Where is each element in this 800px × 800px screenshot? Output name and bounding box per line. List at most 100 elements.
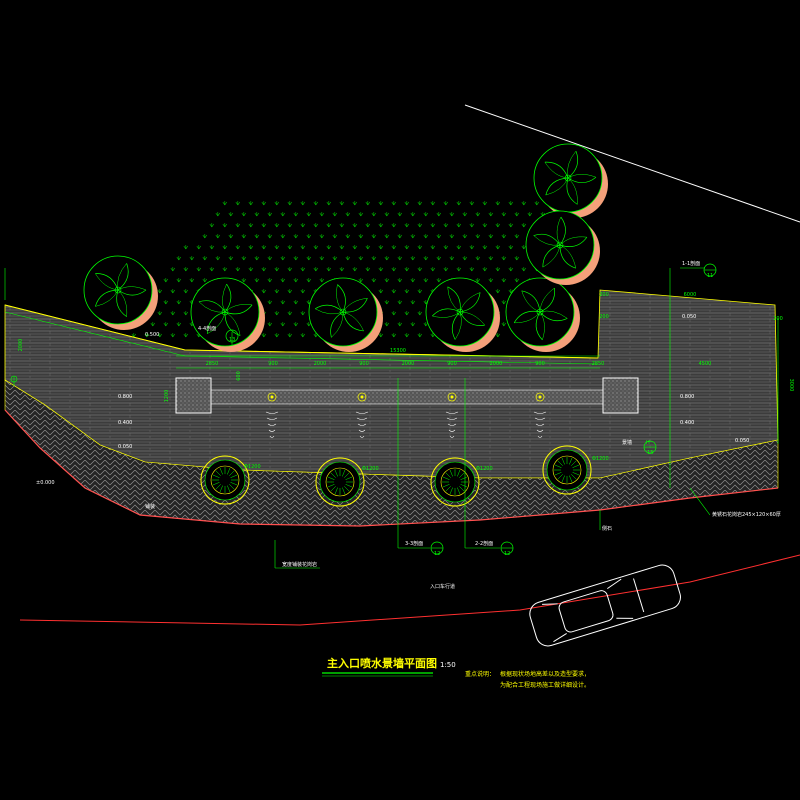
fountain-nozzle xyxy=(357,392,367,402)
shrub-tuft xyxy=(501,256,507,261)
shrub-tuft xyxy=(306,322,312,327)
shrub-tuft xyxy=(339,223,345,228)
shrub-tuft xyxy=(183,289,189,294)
site-boundary-line xyxy=(464,104,800,223)
paving-label-left: 铺装 xyxy=(145,503,155,510)
shrub-tuft xyxy=(274,289,280,294)
shrub-tuft xyxy=(170,289,176,294)
shrub-tuft xyxy=(157,289,163,294)
shrub-tuft xyxy=(495,267,501,272)
curb-label: 侧石 xyxy=(602,525,612,532)
tank-right xyxy=(602,377,639,414)
shrub-tuft xyxy=(293,300,299,305)
shrub-tuft xyxy=(391,333,397,338)
shrub-tuft xyxy=(384,322,390,327)
shrub-tuft xyxy=(313,201,319,206)
shrub-tuft xyxy=(423,278,429,283)
shrub-tuft xyxy=(293,256,299,261)
dim-main: 15300 xyxy=(390,348,406,354)
shrub-tuft xyxy=(475,256,481,261)
shrub-tuft xyxy=(293,322,299,327)
shrub-tuft xyxy=(241,234,247,239)
shrub-tuft xyxy=(235,223,241,228)
shrub-tuft xyxy=(391,311,397,316)
shrub-tuft xyxy=(215,234,221,239)
shrub-tuft xyxy=(222,267,228,272)
shrub-tuft xyxy=(293,278,299,283)
shrub-tuft xyxy=(306,278,312,283)
shrub-tuft xyxy=(241,256,247,261)
shrub-tuft xyxy=(436,234,442,239)
shrub-tuft xyxy=(462,256,468,261)
shrub-tuft xyxy=(365,223,371,228)
shrub-tuft xyxy=(462,212,468,217)
shrub-tuft xyxy=(280,278,286,283)
shrub-tuft xyxy=(222,223,228,228)
shrub-tuft xyxy=(326,201,332,206)
shrub-tuft xyxy=(410,234,416,239)
shrub-tuft xyxy=(176,300,182,305)
shrub-tuft xyxy=(508,223,514,228)
section-marker-3: 3-3剖面 12 xyxy=(397,378,444,557)
svg-text:12: 12 xyxy=(504,551,510,557)
shrub-tuft xyxy=(436,278,442,283)
paving-label-bottom: 宽度铺装花岗岩 xyxy=(282,561,317,568)
curb-edge xyxy=(4,409,779,527)
dim-e: 2000 xyxy=(402,361,415,367)
dim-left-height: 2000 xyxy=(18,339,24,352)
shrub-tuft xyxy=(384,300,390,305)
elev-right-0050: 0.050 xyxy=(735,438,749,444)
shrub-tuft xyxy=(514,278,520,283)
shrub-tuft xyxy=(371,234,377,239)
shrub-tuft xyxy=(404,289,410,294)
shrub-tuft xyxy=(501,322,507,327)
shrub-tuft xyxy=(170,311,176,316)
shrub-tuft xyxy=(358,278,364,283)
dim-b: 900 xyxy=(268,361,278,367)
shrub-tuft xyxy=(358,234,364,239)
shrub-tuft xyxy=(163,322,169,327)
shrub-tuft xyxy=(475,212,481,217)
shrub-tuft xyxy=(339,267,345,272)
shrub-tuft xyxy=(267,278,273,283)
shrub-tuft xyxy=(261,245,267,250)
shrub-tuft xyxy=(319,256,325,261)
shrub-tuft xyxy=(248,245,254,250)
shrub-tuft xyxy=(456,245,462,250)
shrub-tuft xyxy=(274,333,280,338)
shrub-tuft xyxy=(443,201,449,206)
shrub-tuft xyxy=(254,212,260,217)
svg-text:4-4剖面: 4-4剖面 xyxy=(198,325,216,332)
shrub-tuft xyxy=(222,245,228,250)
shrub-tuft xyxy=(417,245,423,250)
shrub-tuft xyxy=(280,212,286,217)
shrub-tuft xyxy=(170,333,176,338)
shrub-tuft xyxy=(209,223,215,228)
shrub-tuft xyxy=(306,212,312,217)
shrub-tuft xyxy=(391,223,397,228)
dim-top-total: 6000 xyxy=(684,292,697,298)
shrub-tuft xyxy=(410,278,416,283)
tree-symbol xyxy=(308,277,383,352)
shrub-tuft xyxy=(261,267,267,272)
shrub-tuft xyxy=(176,256,182,261)
shrub-tuft xyxy=(371,256,377,261)
shrub-tuft xyxy=(300,223,306,228)
road-edge-line xyxy=(19,554,800,626)
shrub-tuft xyxy=(157,333,163,338)
dim-right-height: 3000 xyxy=(788,379,794,392)
shrub-tuft xyxy=(163,278,169,283)
shrub-tuft xyxy=(488,212,494,217)
fountain-nozzle xyxy=(267,392,277,402)
shrub-tuft xyxy=(300,267,306,272)
shrub-tuft xyxy=(404,223,410,228)
elev-0500: 0.500 xyxy=(145,332,159,338)
shrub-tuft xyxy=(417,223,423,228)
shrub-tuft xyxy=(287,311,293,316)
shrub-tuft xyxy=(391,201,397,206)
shrub-tuft xyxy=(501,234,507,239)
shrub-tuft xyxy=(293,212,299,217)
shrub-tuft xyxy=(508,245,514,250)
tree-dim-3: Φ1200 xyxy=(476,466,493,472)
shrub-tuft xyxy=(287,201,293,206)
